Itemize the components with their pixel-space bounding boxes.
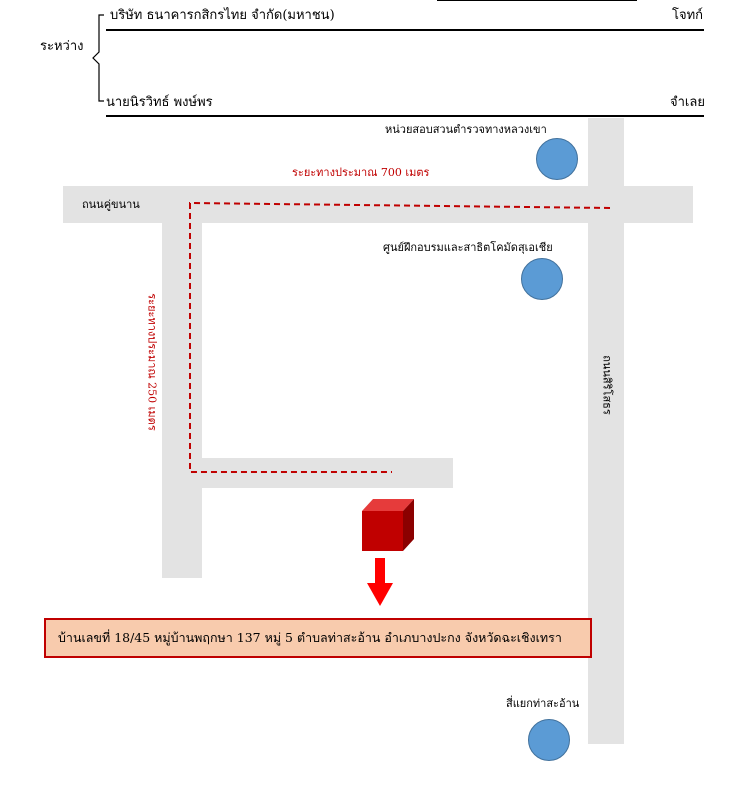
route-dashed-line — [189, 201, 611, 473]
landmark-police-marker — [536, 138, 578, 180]
distance-vertical-label: ระยะทางประมาณ 250 เมตร — [145, 293, 159, 431]
party2-role: จำเลย — [670, 95, 705, 110]
party1-name: บริษัท ธนาคารกสิกรไทย จำกัด(มหาชน) — [110, 8, 335, 23]
header-top-rule — [437, 0, 637, 1]
brace — [92, 14, 104, 102]
down-arrow — [367, 558, 393, 606]
address-text: บ้านเลขที่ 18/45 หมู่บ้านพฤกษา 137 หมู่ … — [58, 630, 562, 645]
house-cube — [362, 499, 414, 551]
party2-rule — [106, 115, 704, 117]
road-left-vertical — [162, 223, 202, 578]
landmark-training-marker — [521, 258, 563, 300]
road-lower-branch — [162, 458, 453, 488]
road-right-label: ถนนสิริโสธร — [600, 355, 614, 415]
landmark-training-label: ศูนย์ฝึกอบรมและสาธิตโคมัดสุเอเชีย — [383, 241, 553, 254]
party1-role: โจทก์ — [672, 8, 704, 23]
landmark-junction-marker — [528, 719, 570, 761]
address-box: บ้านเลขที่ 18/45 หมู่บ้านพฤกษา 137 หมู่ … — [44, 618, 592, 658]
landmark-junction-label: สี่แยกท่าสะอ้าน — [506, 697, 580, 710]
party2-name: นายนิรวิทธ์ พงษ์พร — [106, 95, 213, 110]
distance-horizontal-label: ระยะทางประมาณ 700 เมตร — [292, 166, 430, 179]
road-top-label: ถนนคู่ขนาน — [82, 198, 140, 211]
between-label: ระหว่าง — [40, 39, 84, 54]
road-right — [588, 118, 624, 744]
party1-rule — [106, 29, 704, 31]
landmark-police-label: หน่วยสอบสวนตำรวจทางหลวงเขา — [385, 123, 547, 136]
